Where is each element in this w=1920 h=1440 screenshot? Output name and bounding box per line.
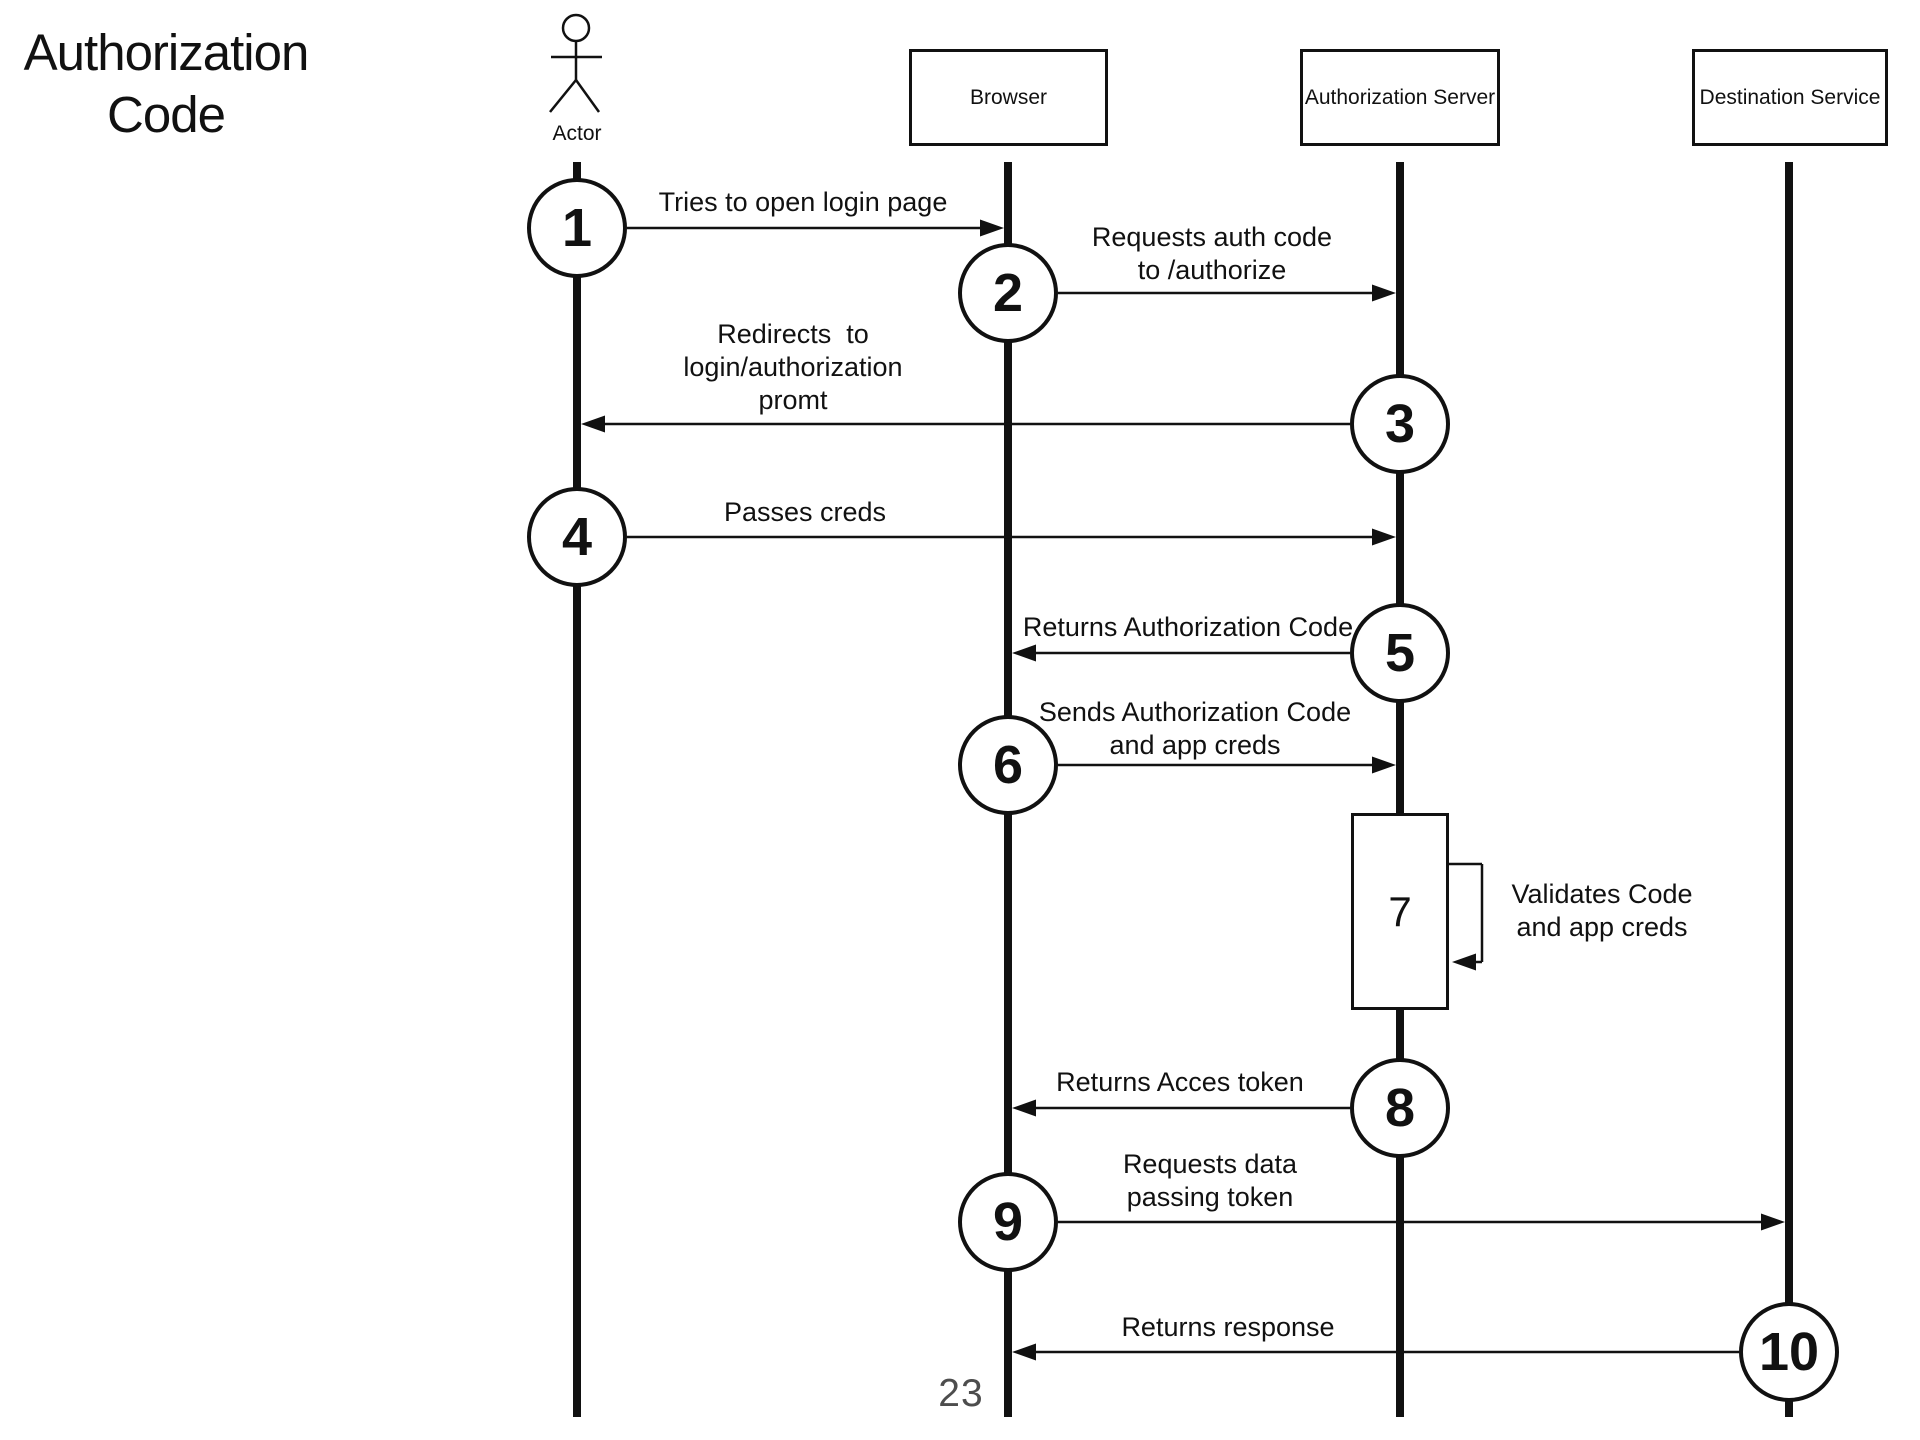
self-loop-arrowhead — [1452, 953, 1476, 971]
participant-browser: Browser — [909, 49, 1108, 146]
step-circle-1: 1 — [527, 178, 627, 278]
slide-title-line2: Code — [107, 86, 226, 143]
participant-destination-service: Destination Service — [1692, 49, 1888, 146]
actor-figure-icon — [549, 13, 602, 113]
step-number: 10 — [1758, 1322, 1820, 1382]
message-label-4: Passes creds — [723, 497, 887, 527]
activation-box-step-7: 7 — [1351, 813, 1449, 1010]
step-circle-8: 8 — [1350, 1058, 1450, 1158]
step-number: 8 — [1384, 1078, 1416, 1138]
step-circle-6: 6 — [958, 715, 1058, 815]
slide-title-line1: Authorization — [23, 24, 310, 81]
step-number: 1 — [561, 198, 593, 258]
participant-label: Browser — [969, 85, 1048, 109]
message-label-10: Returns response — [1121, 1312, 1335, 1342]
step-number: 6 — [992, 735, 1024, 795]
message-arrowhead-2 — [1372, 284, 1396, 302]
participant-label: Destination Service — [1699, 85, 1881, 109]
message-label-8: Returns Acces token — [1056, 1067, 1304, 1097]
step-circle-2: 2 — [958, 243, 1058, 343]
message-label-1: Tries to open login page — [658, 187, 948, 217]
message-arrowhead-10 — [1012, 1343, 1036, 1361]
step-circle-4: 4 — [527, 487, 627, 587]
message-arrowhead-4 — [1372, 528, 1396, 546]
participant-authorization-server: Authorization Server — [1300, 49, 1500, 146]
step-number: 2 — [992, 263, 1024, 323]
message-arrowhead-3 — [581, 415, 605, 433]
message-arrowhead-8 — [1012, 1099, 1036, 1117]
page-number: 23 — [938, 1372, 984, 1415]
participant-label: Authorization Server — [1304, 85, 1496, 109]
step-number: 3 — [1384, 394, 1416, 454]
slide-title: Authorization Code — [0, 22, 332, 146]
participant-label-actor: Actor — [552, 122, 602, 145]
step-number: 4 — [561, 507, 593, 567]
step-circle-10: 10 — [1739, 1302, 1839, 1402]
step-number: 9 — [992, 1192, 1024, 1252]
step-number: 5 — [1384, 623, 1416, 683]
message-label-5: Returns Authorization Code — [1022, 612, 1354, 642]
message-arrowhead-9 — [1761, 1213, 1785, 1231]
step-circle-3: 3 — [1350, 374, 1450, 474]
message-arrowhead-5 — [1012, 644, 1036, 662]
step-circle-9: 9 — [958, 1172, 1058, 1272]
activation-step-number: 7 — [1388, 887, 1412, 935]
message-arrowhead-6 — [1372, 756, 1396, 774]
step-circle-5: 5 — [1350, 603, 1450, 703]
message-arrowhead-1 — [980, 219, 1004, 237]
